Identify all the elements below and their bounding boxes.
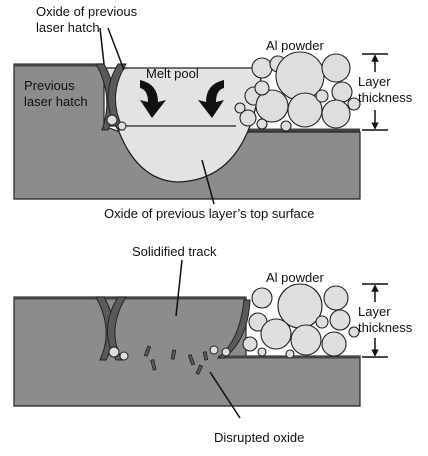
bottom-panel: Solidified track Al powder Layer thickne… [13,244,413,445]
powder-particles-hatch [106,114,127,131]
hatch-oxide-band-left [95,63,115,131]
label-oxide-previous-hatch: Oxide of previous laser hatch [36,4,141,35]
layer-thickness-bracket-top [362,53,388,131]
leader-oxide-hatch-2 [107,27,125,71]
label-melt-pool: Melt pool [146,66,199,81]
top-panel: Oxide of previous laser hatch Previous l… [13,4,413,221]
label-oxide-top-surface: Oxide of previous layer’s top surface [104,206,315,221]
label-previous-hatch: Previous laser hatch [24,78,88,109]
leader-oxide-top-surface [201,159,215,205]
label-disrupted-oxide: Disrupted oxide [214,430,304,445]
al-powder-bed-top [234,51,361,132]
flow-arrow-right [198,80,224,118]
melt-flow-arrows [140,80,224,118]
label-layer-thickness-top: Layer thickness [358,74,413,105]
leader-disrupted-oxide [209,371,241,419]
leader-oxide-hatch-1 [99,27,105,65]
leader-solidified-track [175,259,183,317]
label-al-powder-top: Al powder [266,38,324,53]
layer-thickness-bracket-bottom [362,283,388,358]
label-layer-thickness-bottom: Layer thickness [358,304,413,335]
label-solidified-track: Solidified track [132,244,217,259]
bottom-pocket-particles [108,345,231,361]
al-powder-bed-bottom [242,283,360,359]
disrupted-oxide-fragments [143,345,209,375]
track-edge-oxide [216,299,251,359]
flow-arrow-left [140,80,166,118]
label-al-powder-bottom: Al powder [266,270,324,285]
